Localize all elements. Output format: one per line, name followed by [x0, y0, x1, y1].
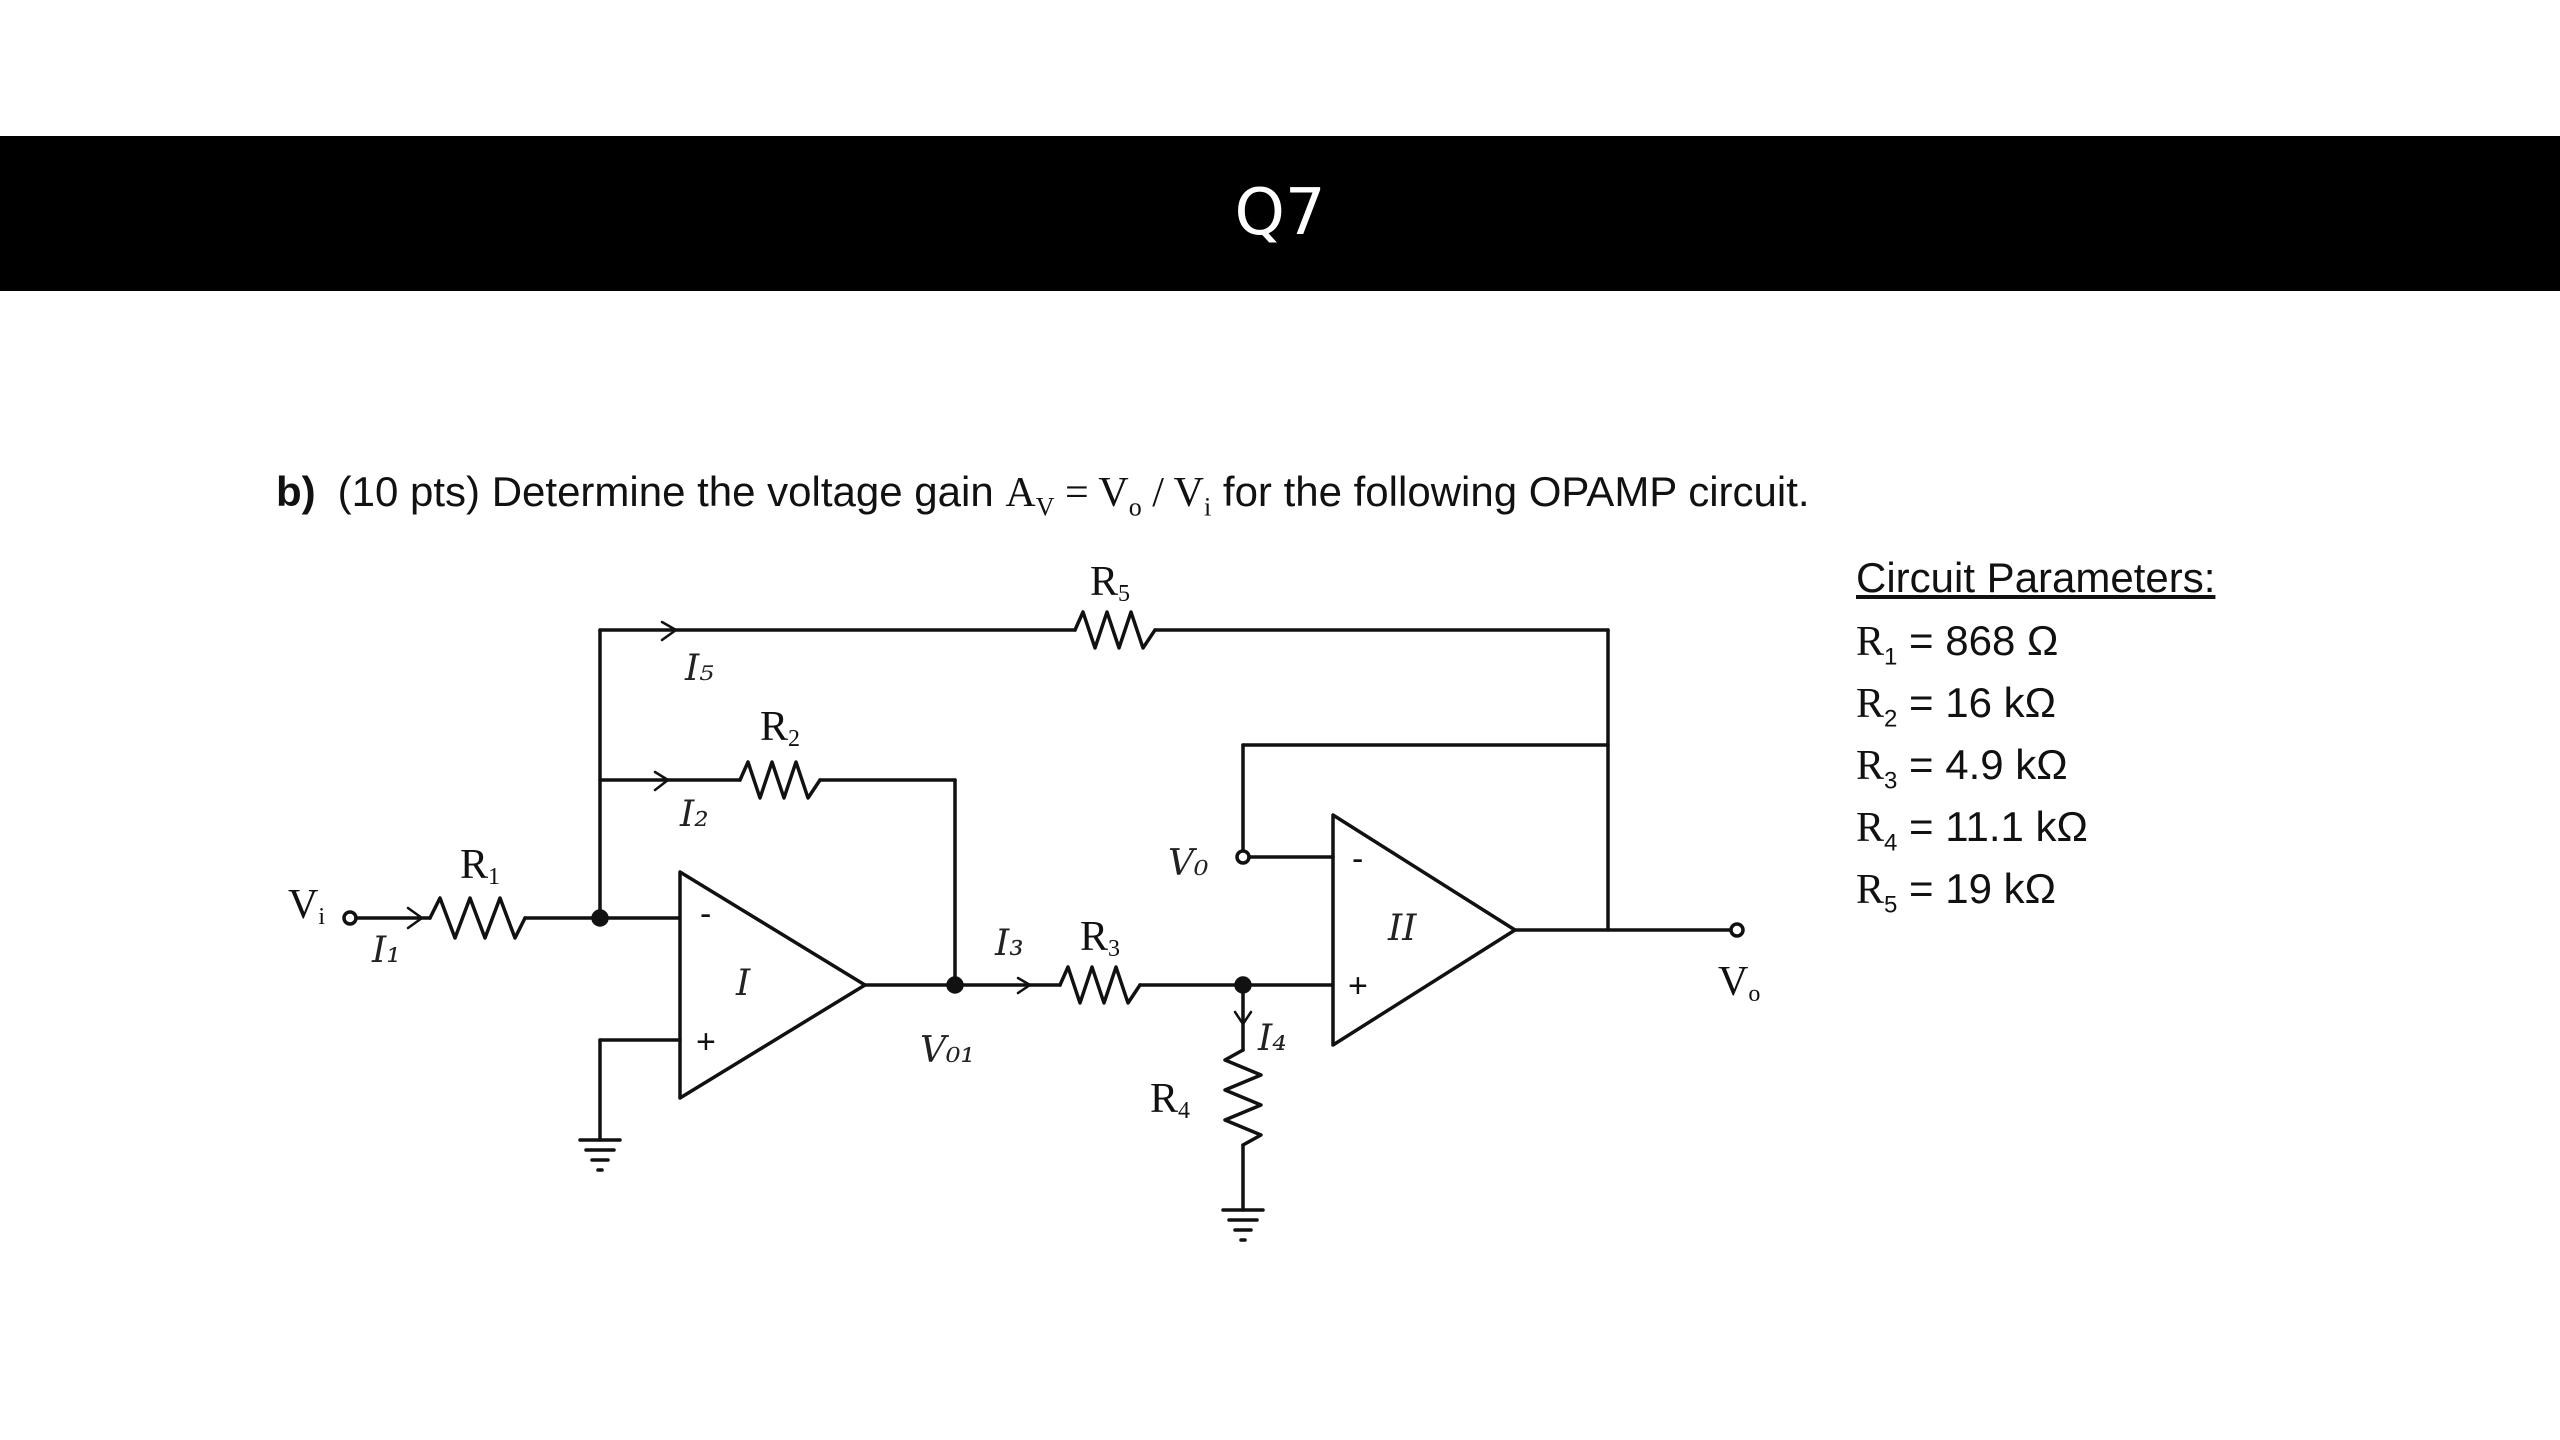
- parameters-title: Circuit Parameters:: [1856, 554, 2216, 601]
- resistor-r5: [1073, 610, 1157, 650]
- label-i4: I₄: [1257, 1018, 1287, 1059]
- param-r1: R1 = 868 Ω: [1856, 617, 2059, 671]
- page-title: Q7: [1234, 176, 1326, 250]
- param-r5: R5 = 19 kΩ: [1856, 865, 2057, 919]
- node-vo1: [946, 976, 964, 994]
- question-text-post: for the following OPAMP circuit.: [1211, 468, 1810, 515]
- label-r4: R4: [1150, 1076, 1190, 1124]
- label-opamp-1: I: [735, 963, 751, 1004]
- param-r4: R4 = 11.1 kΩ: [1856, 803, 2088, 857]
- label-i3: I₃: [994, 923, 1024, 964]
- opamp2-plus: +: [1348, 967, 1368, 1005]
- opamp-1: [678, 870, 867, 1100]
- label-vo-hand: V₀: [1168, 843, 1208, 884]
- gain-subscript: V: [1035, 492, 1055, 522]
- label-r1: R1: [460, 842, 500, 890]
- label-i2: I₂: [679, 794, 709, 835]
- opamp2-minus: -: [1352, 840, 1363, 878]
- label-opamp-2: II: [1387, 908, 1417, 949]
- label-vo1: V₀₁: [920, 1030, 975, 1071]
- node-vo-feedback: [1235, 849, 1251, 865]
- vi-subscript: i: [1204, 492, 1212, 522]
- param-r3: R3 = 4.9 kΩ: [1856, 741, 2068, 795]
- label-vo: Vo: [1718, 959, 1760, 1007]
- resistor-r1: [428, 896, 527, 940]
- vo-subscript: o: [1128, 492, 1142, 522]
- param-r2: R2 = 16 kΩ: [1856, 679, 2057, 733]
- resistor-r3: [1058, 965, 1142, 1005]
- question-text: b) (10 pts) Determine the voltage gain AV…: [276, 468, 1810, 522]
- gain-eq: = V: [1054, 470, 1129, 516]
- label-r2: R2: [760, 704, 800, 752]
- resistor-r2: [738, 760, 822, 800]
- label-i5: I₅: [684, 648, 714, 689]
- label-r5: R5: [1090, 559, 1130, 607]
- title-bar: Q7: [0, 136, 2560, 291]
- gain-symbol: A: [1005, 470, 1036, 516]
- vo-terminal: [1729, 922, 1745, 938]
- label-i1: I₁: [371, 930, 401, 971]
- question-label: b): [276, 468, 316, 515]
- resistor-r4: [1223, 1048, 1263, 1147]
- label-vi: Vi: [288, 882, 325, 930]
- opamp1-plus: +: [696, 1023, 716, 1061]
- question-text-pre: (10 pts) Determine the voltage gain: [337, 468, 1006, 515]
- circuit-parameters: Circuit Parameters: R1 = 868 Ω R2 = 16 k…: [1856, 554, 2215, 920]
- opamp1-minus: -: [700, 895, 711, 933]
- vi-terminal: [342, 910, 358, 926]
- gain-div: / V: [1141, 470, 1204, 516]
- opamp-2: [1331, 813, 1517, 1047]
- label-r3: R3: [1080, 914, 1120, 962]
